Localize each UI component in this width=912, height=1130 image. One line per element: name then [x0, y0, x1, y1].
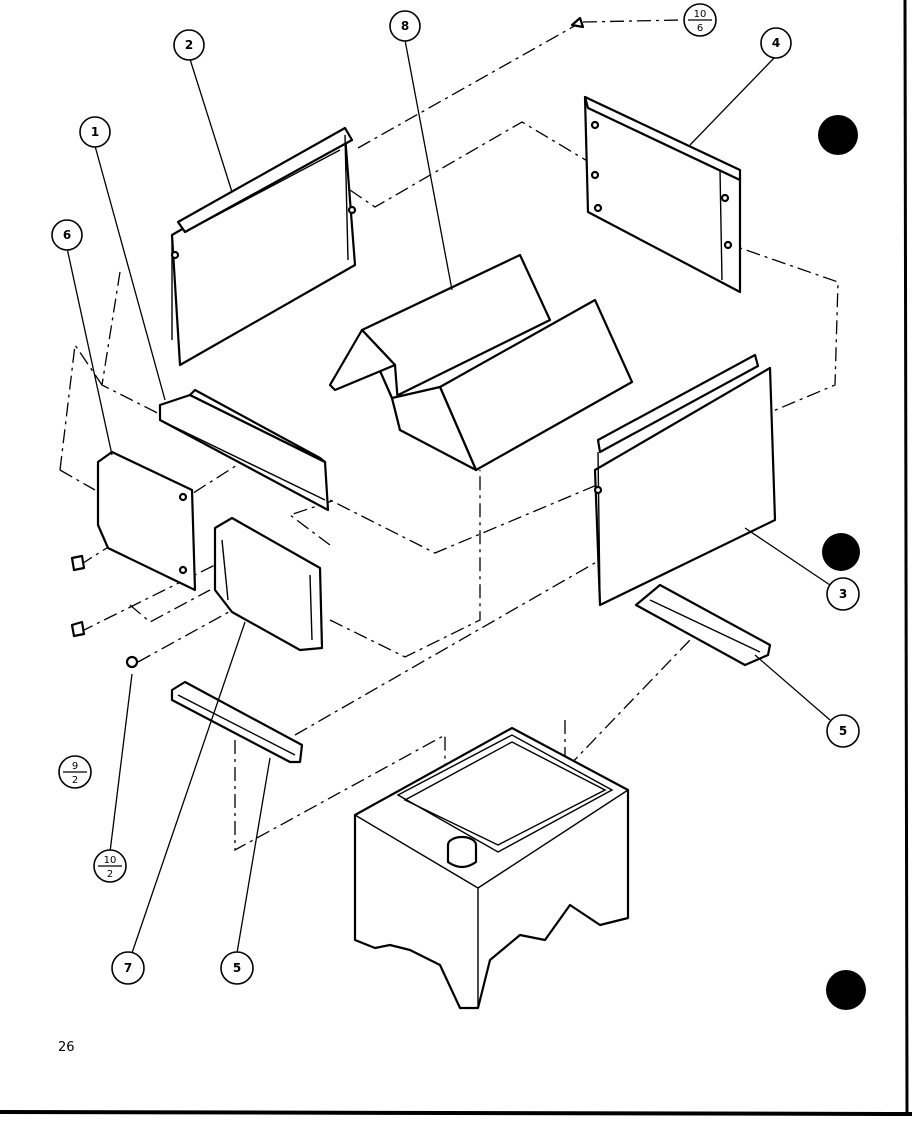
cross-ref-left: 9 2	[58, 755, 92, 789]
leader-4	[689, 55, 777, 146]
leader-7	[131, 621, 246, 954]
svg-text:5: 5	[233, 961, 241, 975]
callout-5-right: 5	[826, 714, 860, 748]
folded-coil	[328, 253, 634, 472]
assembly-outline-dashed	[101, 121, 839, 554]
svg-text:4: 4	[772, 36, 780, 50]
assembly-guide-base-right	[564, 639, 691, 772]
side-panel-right	[593, 353, 777, 607]
side-panel-left	[170, 126, 357, 367]
leader-5-left	[236, 757, 271, 954]
control-box-cover	[70, 450, 197, 669]
leader-5-right	[754, 654, 831, 721]
cross-ref-lower: 10 2	[93, 849, 127, 883]
back-panel	[583, 95, 742, 294]
callout-2: 2	[173, 29, 205, 61]
svg-text:10: 10	[694, 9, 707, 20]
svg-text:2: 2	[185, 38, 193, 52]
svg-text:3: 3	[839, 587, 847, 601]
svg-text:2: 2	[107, 869, 113, 880]
callout-7: 7	[111, 951, 145, 985]
callout-3: 3	[826, 577, 860, 611]
svg-text:6: 6	[63, 228, 71, 242]
page-number: 26	[58, 1040, 75, 1055]
svg-text:6: 6	[697, 23, 703, 34]
fastener-guide-top	[357, 23, 579, 149]
scan-border-right	[903, 0, 909, 1113]
cross-ref-top: 10 6	[582, 3, 717, 37]
support-rail-left	[170, 680, 304, 764]
screw-guide-3	[137, 569, 306, 663]
scan-border-bottom	[0, 1110, 912, 1116]
svg-text:7: 7	[124, 961, 132, 975]
svg-text:1: 1	[91, 125, 99, 139]
callout-5-left: 5	[220, 951, 254, 985]
base-cabinet	[353, 726, 630, 1010]
svg-text:2: 2	[72, 775, 78, 786]
leader-3	[744, 527, 831, 586]
leader-ref-lower	[109, 673, 133, 853]
top-fastener	[570, 16, 585, 29]
registration-dot-bottom	[826, 970, 866, 1010]
callout-8: 8	[389, 10, 421, 42]
front-rail	[158, 388, 330, 512]
registration-dot-middle	[822, 533, 860, 571]
leader-2	[188, 55, 233, 193]
callout-1: 1	[79, 116, 111, 148]
svg-text:9: 9	[72, 761, 78, 772]
svg-text:5: 5	[839, 724, 847, 738]
leader-1	[94, 145, 166, 401]
svg-text:10: 10	[104, 855, 117, 866]
callout-4: 4	[760, 27, 792, 59]
leader-6	[66, 247, 113, 456]
leader-8	[404, 39, 453, 291]
svg-text:8: 8	[401, 19, 409, 33]
registration-dot-top	[818, 115, 858, 155]
bracket-guide	[129, 589, 211, 623]
assembly-guide-panel6	[59, 469, 96, 491]
support-rail-right	[634, 583, 772, 667]
access-panel	[213, 516, 324, 652]
callout-6: 6	[51, 219, 83, 251]
